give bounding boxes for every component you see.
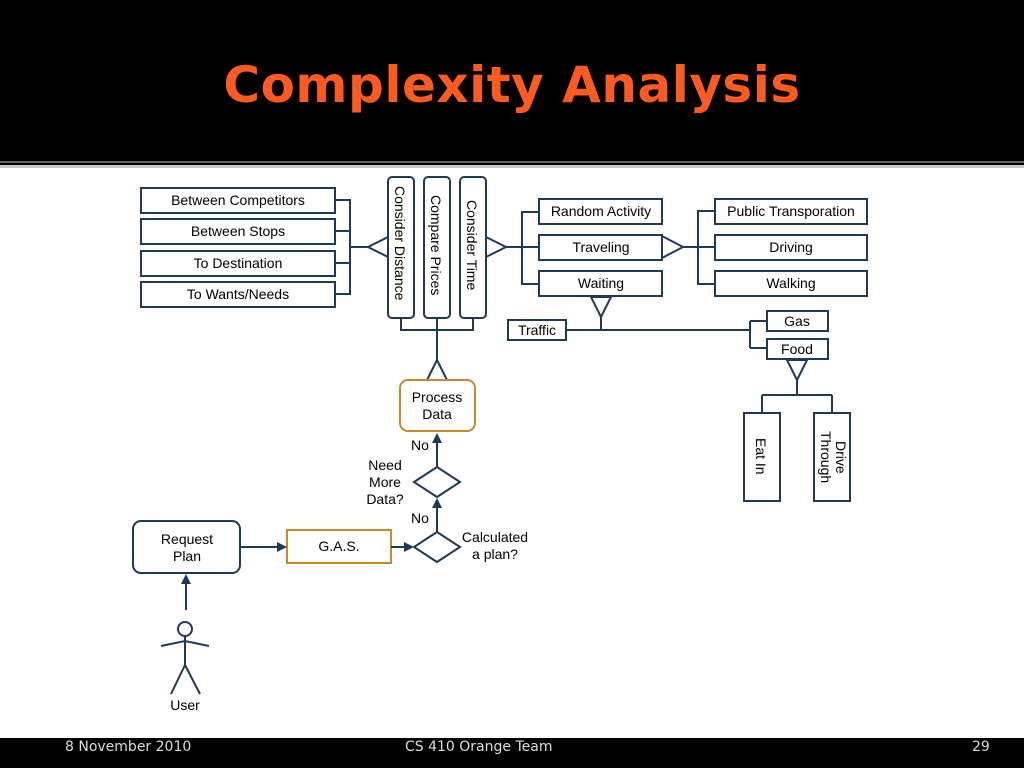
request-plan-label-line1: Request — [161, 531, 213, 547]
flow-diagram: Between Competitors Between Stops To Des… — [132, 176, 868, 713]
consider-time-label: Consider Time — [464, 200, 480, 290]
gas-stop-label: Gas — [784, 313, 810, 329]
to-destination-label: To Destination — [194, 255, 283, 271]
gas-system-box — [286, 529, 392, 564]
footer-team: CS 410 Orange Team — [405, 739, 553, 755]
distance-bracket — [335, 199, 368, 295]
arrowhead-to-calculated — [404, 542, 414, 552]
user-label: User — [170, 697, 200, 713]
no-label-top: No — [411, 437, 429, 453]
calculated-plan-diamond — [412, 530, 462, 564]
traffic-label: Traffic — [518, 322, 556, 338]
gas-stop-box — [766, 310, 829, 332]
waiting-box — [538, 270, 663, 297]
between-competitors-box — [140, 187, 336, 214]
process-data-label-line1: Process — [412, 389, 463, 405]
header-divider-light — [0, 165, 1024, 168]
waiting-generalization-triangle — [589, 296, 613, 320]
request-plan-label-line2: Plan — [173, 548, 201, 564]
drive-through-label-line2: Through — [818, 431, 834, 483]
consider-merge-lines — [400, 318, 474, 360]
walking-label: Walking — [766, 275, 815, 291]
traveling-generalization-triangle — [661, 234, 686, 260]
traveling-bracket — [683, 210, 715, 285]
arrowhead-to-need-more — [432, 498, 442, 508]
slide-title: Complexity Analysis — [223, 56, 801, 114]
arrowhead-to-process — [432, 433, 442, 443]
drive-through-box — [813, 412, 851, 502]
need-more-label-line3: Data? — [366, 491, 404, 507]
waiting-bracket — [566, 317, 767, 349]
slide-header: Complexity Analysis — [0, 0, 1024, 160]
no-label-bottom: No — [411, 510, 429, 526]
distance-items: Between Competitors Between Stops To Des… — [140, 187, 336, 308]
arrowhead-to-gas — [277, 542, 287, 552]
calculated-label-line2: a plan? — [472, 546, 518, 562]
header-divider-dark — [0, 161, 1024, 163]
random-activity-box — [538, 198, 663, 225]
process-data-label-line2: Data — [422, 406, 452, 422]
time-generalization-triangle — [485, 235, 509, 259]
between-stops-box — [140, 218, 336, 245]
driving-box — [714, 234, 868, 261]
eat-in-label: Eat In — [753, 438, 769, 475]
user-actor-icon — [160, 621, 210, 695]
to-wants-needs-box — [140, 281, 336, 308]
between-competitors-label: Between Competitors — [171, 192, 305, 208]
process-generalization-triangle — [425, 357, 449, 381]
arrowhead-to-request — [181, 574, 191, 584]
between-stops-label: Between Stops — [191, 223, 285, 239]
traveling-box — [538, 234, 663, 261]
footer-date: 8 November 2010 — [65, 739, 192, 755]
gas-system-label: G.A.S. — [318, 538, 359, 554]
process-data-box — [399, 379, 476, 432]
food-generalization-triangle — [785, 359, 809, 383]
need-more-data-diamond — [412, 465, 462, 499]
eat-in-box — [743, 412, 781, 502]
diagram-area: Between Competitors Between Stops To Des… — [0, 168, 1024, 738]
random-activity-label: Random Activity — [551, 203, 651, 219]
public-transporation-box — [714, 198, 868, 225]
distance-generalization-triangle — [365, 235, 389, 259]
walking-box — [714, 270, 868, 297]
food-label: Food — [781, 341, 813, 357]
compare-prices-label: Compare Prices — [428, 195, 444, 295]
slide-footer: 8 November 2010 CS 410 Orange Team 29 — [0, 738, 1024, 768]
drive-through-label-line1: Drive — [833, 441, 849, 474]
food-bracket — [761, 380, 833, 413]
traffic-box — [507, 319, 567, 341]
traveling-label: Traveling — [572, 239, 629, 255]
consider-distance-label: Consider Distance — [392, 186, 408, 301]
calculated-label-line1: Calculated — [462, 529, 528, 545]
to-wants-needs-label: To Wants/Needs — [187, 286, 289, 302]
need-more-label-line1: Need — [368, 457, 401, 473]
waiting-label: Waiting — [578, 275, 624, 291]
public-transporation-label: Public Transporation — [727, 203, 855, 219]
request-plan-box — [132, 520, 241, 574]
need-more-label-line2: More — [369, 474, 401, 490]
time-bracket — [506, 211, 539, 285]
footer-page-number: 29 — [972, 739, 990, 755]
driving-label: Driving — [769, 239, 813, 255]
